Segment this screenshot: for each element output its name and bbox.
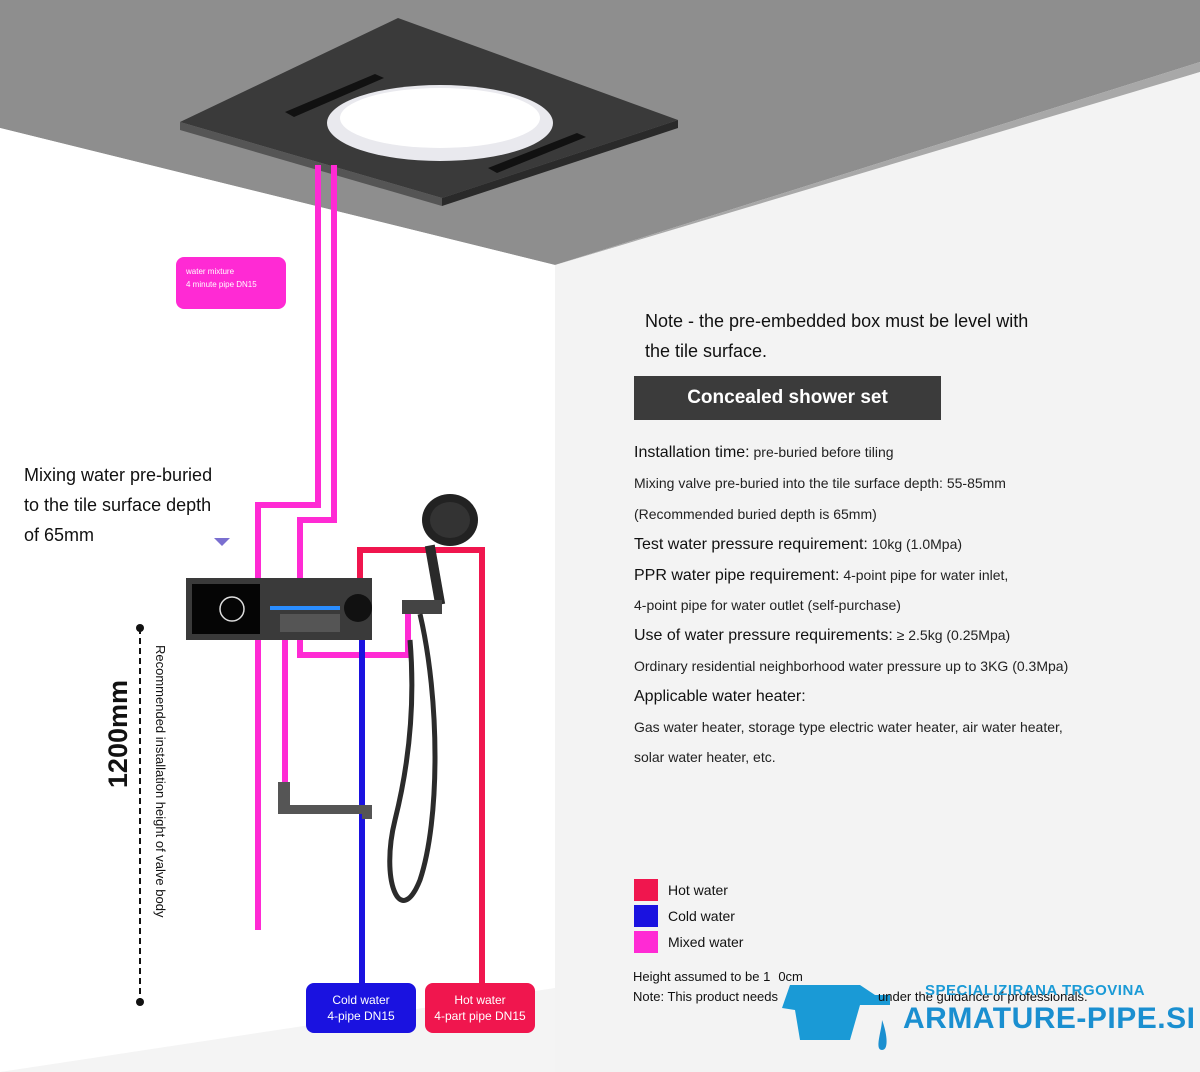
spec-value: Gas water heater, storage type electric … xyxy=(634,719,1063,735)
cold-label-line2: 4-pipe DN15 xyxy=(327,1009,395,1023)
hot-water-label: Hot water 4-part pipe DN15 xyxy=(425,983,535,1033)
ceiling-shower-panel xyxy=(180,18,678,206)
spec-value: (Recommended buried depth is 65mm) xyxy=(634,506,877,522)
hand-shower xyxy=(387,494,478,903)
concealed-shower-banner: Concealed shower set xyxy=(634,376,941,420)
legend-item: Mixed water xyxy=(634,931,743,953)
spec-row: Use of water pressure requirements: ≥ 2.… xyxy=(634,627,1174,645)
footnote-line1b: 0cm xyxy=(778,969,803,984)
mixed-pipe-label: water mixture 4 minute pipe DN15 xyxy=(176,257,286,309)
note-title: Note - the pre-embedded box must be leve… xyxy=(645,306,1145,366)
legend-label: Hot water xyxy=(668,882,728,898)
legend-item: Hot water xyxy=(634,879,728,901)
spec-row: Test water pressure requirement: 10kg (1… xyxy=(634,536,1174,554)
spec-row: solar water heater, etc. xyxy=(634,749,1174,765)
spec-value: 10kg (1.0Mpa) xyxy=(867,536,963,552)
mixing-note-line3: of 65mm xyxy=(24,525,95,545)
spec-row: Installation time: pre-buried before til… xyxy=(634,444,1174,462)
brand-tagline: SPECIALIZIRANA TRGOVINA xyxy=(925,982,1146,999)
brand-name: ARMATURE-PIPE.SI xyxy=(903,1002,1196,1035)
spec-value: Mixing valve pre-buried into the tile su… xyxy=(634,475,1006,491)
spec-value: solar water heater, etc. xyxy=(634,749,776,765)
spec-key: Test water pressure requirement: xyxy=(634,536,868,553)
mixed-pipe-top-a xyxy=(255,165,321,930)
height-marker xyxy=(136,624,144,1006)
depth-arrow xyxy=(214,538,230,546)
footnote-line2: Note: This product needs under the guidan… xyxy=(633,989,1088,1004)
mixing-note-line1: Mixing water pre-buried xyxy=(24,465,213,485)
spec-row: Applicable water heater: xyxy=(634,688,1174,706)
legend-swatch xyxy=(634,879,658,901)
spec-row: Mixing valve pre-buried into the tile su… xyxy=(634,475,1174,491)
valve-body xyxy=(186,578,372,640)
spec-row: 4-point pipe for water outlet (self-purc… xyxy=(634,597,1174,613)
note-line2: the tile surface. xyxy=(645,341,768,361)
tub-spout xyxy=(278,782,372,819)
spec-key: Use of water pressure requirements: xyxy=(634,627,893,644)
hot-pipe xyxy=(357,547,485,990)
mixing-note-line2: to the tile surface depth xyxy=(24,495,212,515)
mixed-pipe-label-line2: 4 minute pipe DN15 xyxy=(186,280,257,289)
legend-label: Mixed water xyxy=(668,934,744,950)
spec-key: PPR water pipe requirement: xyxy=(634,567,840,584)
cold-label-line1: Cold water xyxy=(332,993,390,1007)
cold-water-label: Cold water 4-pipe DN15 xyxy=(306,983,416,1033)
spec-value: Ordinary residential neighborhood water … xyxy=(634,658,1069,674)
spec-value: 4-point pipe for water outlet (self-purc… xyxy=(634,597,901,613)
hot-label-line2: 4-part pipe DN15 xyxy=(434,1009,526,1023)
spec-row: Gas water heater, storage type electric … xyxy=(634,719,1174,735)
spec-row: (Recommended buried depth is 65mm) xyxy=(634,506,1174,522)
spec-row: PPR water pipe requirement: 4-point pipe… xyxy=(634,567,1174,585)
height-value-text: 1200mm xyxy=(103,680,133,789)
footnote-line2a: Note: This product needs xyxy=(633,989,779,1004)
spec-key: Applicable water heater: xyxy=(634,688,806,705)
legend-swatch xyxy=(634,931,658,953)
hot-label-line1: Hot water xyxy=(454,993,506,1007)
note-line1: Note - the pre-embedded box must be leve… xyxy=(645,311,1029,331)
brand-logo xyxy=(782,985,890,1050)
spec-value: 4-point pipe for water inlet, xyxy=(839,567,1009,583)
mixed-pipe-label-line1: water mixture xyxy=(186,267,235,276)
footnote-line1: Height assumed to be 1 0cm xyxy=(633,969,803,984)
height-value: 1200mm xyxy=(103,680,134,788)
mixing-depth-note: Mixing water pre-buried to the tile surf… xyxy=(24,460,264,550)
legend-label: Cold water xyxy=(668,908,735,924)
footnote-line2b: under the guidance of professionals. xyxy=(878,989,1088,1004)
footnote-line1a: Height assumed to be 1 xyxy=(633,969,771,984)
spec-value: ≥ 2.5kg (0.25Mpa) xyxy=(892,627,1011,643)
spec-key: Installation time: xyxy=(634,444,750,461)
legend-item: Cold water xyxy=(634,905,735,927)
right-wall xyxy=(555,72,1200,1072)
spec-row: Ordinary residential neighborhood water … xyxy=(634,658,1174,674)
height-caption: Recommended installation height of valve… xyxy=(153,645,168,918)
spec-value: pre-buried before tiling xyxy=(749,444,894,460)
legend-swatch xyxy=(634,905,658,927)
